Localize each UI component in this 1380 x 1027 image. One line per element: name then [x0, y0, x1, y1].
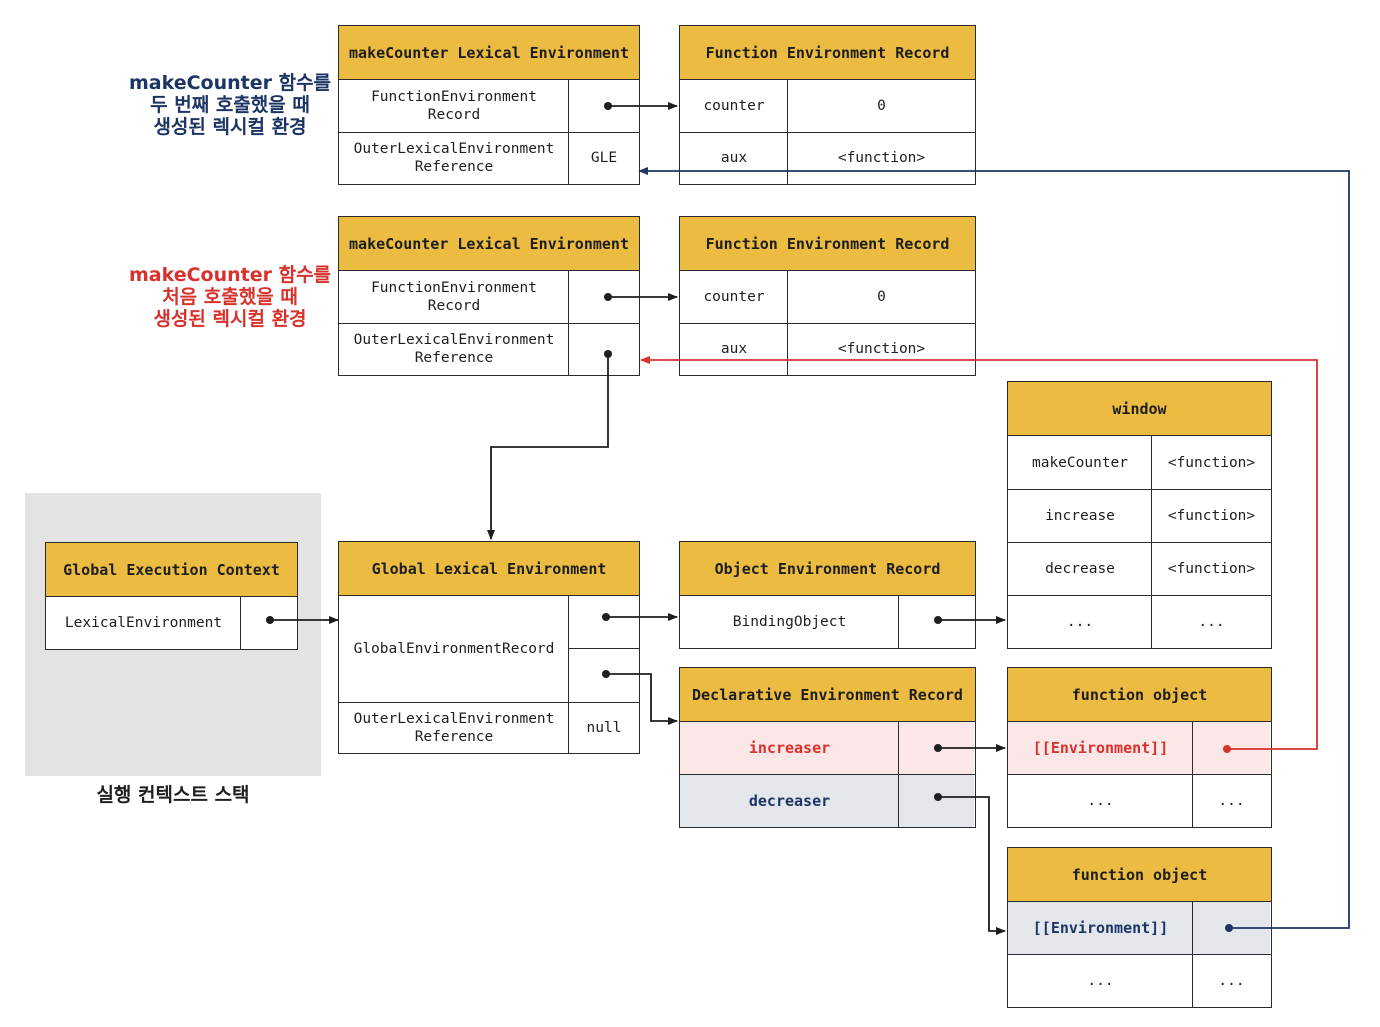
makecounter-env-second: makeCounter Lexical Environment Function…	[338, 25, 640, 185]
arrow-increaser-environment-to-first-call	[640, 356, 1318, 753]
second-call-note-line: 두 번째 호출했을 때	[150, 94, 310, 116]
increaser-binding: increaser	[748, 739, 831, 757]
binding-value: 0	[877, 289, 886, 305]
global-lexical-environment-title: Global Lexical Environment	[339, 542, 639, 596]
makecounter-env-first-title: makeCounter Lexical Environment	[339, 217, 639, 271]
outer-reference-value: GLE	[590, 150, 618, 166]
window-object-title: window	[1008, 382, 1271, 436]
arrow-decreaser-to-function-object	[934, 793, 1006, 935]
function-object-increaser: function object [[Environment]] ... ...	[1007, 667, 1272, 828]
second-call-note: makeCounter 함수를 두 번째 호출했을 때 생성된 렉시컬 환경	[110, 72, 350, 138]
more-properties-value: ...	[1218, 972, 1245, 989]
more-properties-name: ...	[1087, 792, 1114, 809]
function-environment-record-label: FunctionEnvironment Record	[371, 89, 537, 123]
arrow-gec-to-gle	[266, 616, 339, 624]
first-call-note-line: makeCounter 함수를	[128, 264, 332, 286]
first-call-note-line: 생성된 렉시컬 환경	[153, 308, 307, 330]
environment-slot-label: [[Environment]]	[1032, 739, 1169, 757]
window-property-value: <function>	[1167, 507, 1256, 524]
global-execution-context-title: Global Execution Context	[46, 543, 297, 597]
arrow-gle-to-declarative-record	[602, 670, 678, 725]
more-properties-value: ...	[1218, 792, 1245, 809]
binding-value: <function>	[837, 150, 926, 166]
lexical-environment-label: LexicalEnvironment	[64, 615, 223, 631]
window-object: window makeCounter <function> increase <…	[1007, 381, 1272, 649]
binding-name: counter	[703, 98, 765, 114]
first-call-note-line: 처음 호출했을 때	[162, 286, 298, 308]
function-object-title: function object	[1008, 668, 1271, 722]
window-property-name: decrease	[1045, 560, 1115, 577]
arrow-gle-to-object-record	[602, 613, 678, 621]
binding-value: 0	[877, 98, 886, 114]
declarative-environment-record: Declarative Environment Record increaser…	[679, 667, 976, 828]
more-properties-name: ...	[1087, 972, 1114, 989]
function-environment-record-label: FunctionEnvironment Record	[371, 280, 537, 314]
makecounter-env-first: makeCounter Lexical Environment Function…	[338, 216, 640, 376]
outer-reference-label: OuterLexicalEnvironment Reference	[353, 141, 555, 175]
outer-reference-label: OuterLexicalEnvironment Reference	[353, 710, 555, 745]
binding-object-label: BindingObject	[732, 614, 847, 630]
object-environment-record-title: Object Environment Record	[680, 542, 975, 596]
object-environment-record: Object Environment Record BindingObject	[679, 541, 976, 649]
function-env-record-first: Function Environment Record counter 0 au…	[679, 216, 976, 376]
arrow-mc1-outer-to-gle	[487, 350, 612, 540]
binding-name: counter	[703, 289, 765, 305]
environment-slot-label: [[Environment]]	[1032, 919, 1169, 937]
decreaser-row-bg	[680, 774, 974, 827]
execution-context-stack-label: 실행 컨텍스트 스택	[96, 784, 250, 806]
function-env-record-second-title: Function Environment Record	[680, 26, 975, 80]
declarative-environment-record-title: Declarative Environment Record	[680, 668, 975, 722]
function-env-record-first-title: Function Environment Record	[680, 217, 975, 271]
second-call-note-line: 생성된 렉시컬 환경	[153, 116, 307, 138]
arrow-increaser-to-function-object	[934, 744, 1006, 752]
window-property-name: ...	[1066, 613, 1094, 630]
window-property-name: makeCounter	[1031, 454, 1129, 471]
arrow-mc1-record	[604, 293, 678, 301]
first-call-note: makeCounter 함수를 처음 호출했을 때 생성된 렉시컬 환경	[110, 264, 350, 330]
increaser-row-bg	[680, 722, 974, 774]
arrow-mc2-record	[604, 102, 678, 110]
binding-name: aux	[720, 341, 748, 357]
function-object-title: function object	[1008, 848, 1271, 902]
window-property-value: ...	[1198, 613, 1225, 630]
decreaser-binding: decreaser	[748, 791, 831, 810]
makecounter-env-second-title: makeCounter Lexical Environment	[339, 26, 639, 80]
window-property-value: <function>	[1167, 560, 1256, 577]
arrow-decreaser-environment-to-second-call	[638, 167, 1350, 932]
function-env-record-second: Function Environment Record counter 0 au…	[679, 25, 976, 185]
global-lexical-environment: Global Lexical Environment GlobalEnviron…	[338, 541, 640, 754]
window-property-value: <function>	[1167, 454, 1256, 471]
binding-value: <function>	[837, 341, 926, 357]
outer-reference-value: null	[586, 719, 622, 736]
outer-reference-label: OuterLexicalEnvironment Reference	[353, 332, 555, 366]
global-environment-record-label: GlobalEnvironmentRecord	[353, 641, 555, 657]
arrow-binding-object-to-window	[934, 616, 1006, 624]
second-call-note-line: makeCounter 함수를	[128, 72, 332, 94]
global-execution-context: Global Execution Context LexicalEnvironm…	[45, 542, 298, 650]
window-property-name: increase	[1045, 507, 1115, 524]
binding-name: aux	[720, 150, 748, 166]
